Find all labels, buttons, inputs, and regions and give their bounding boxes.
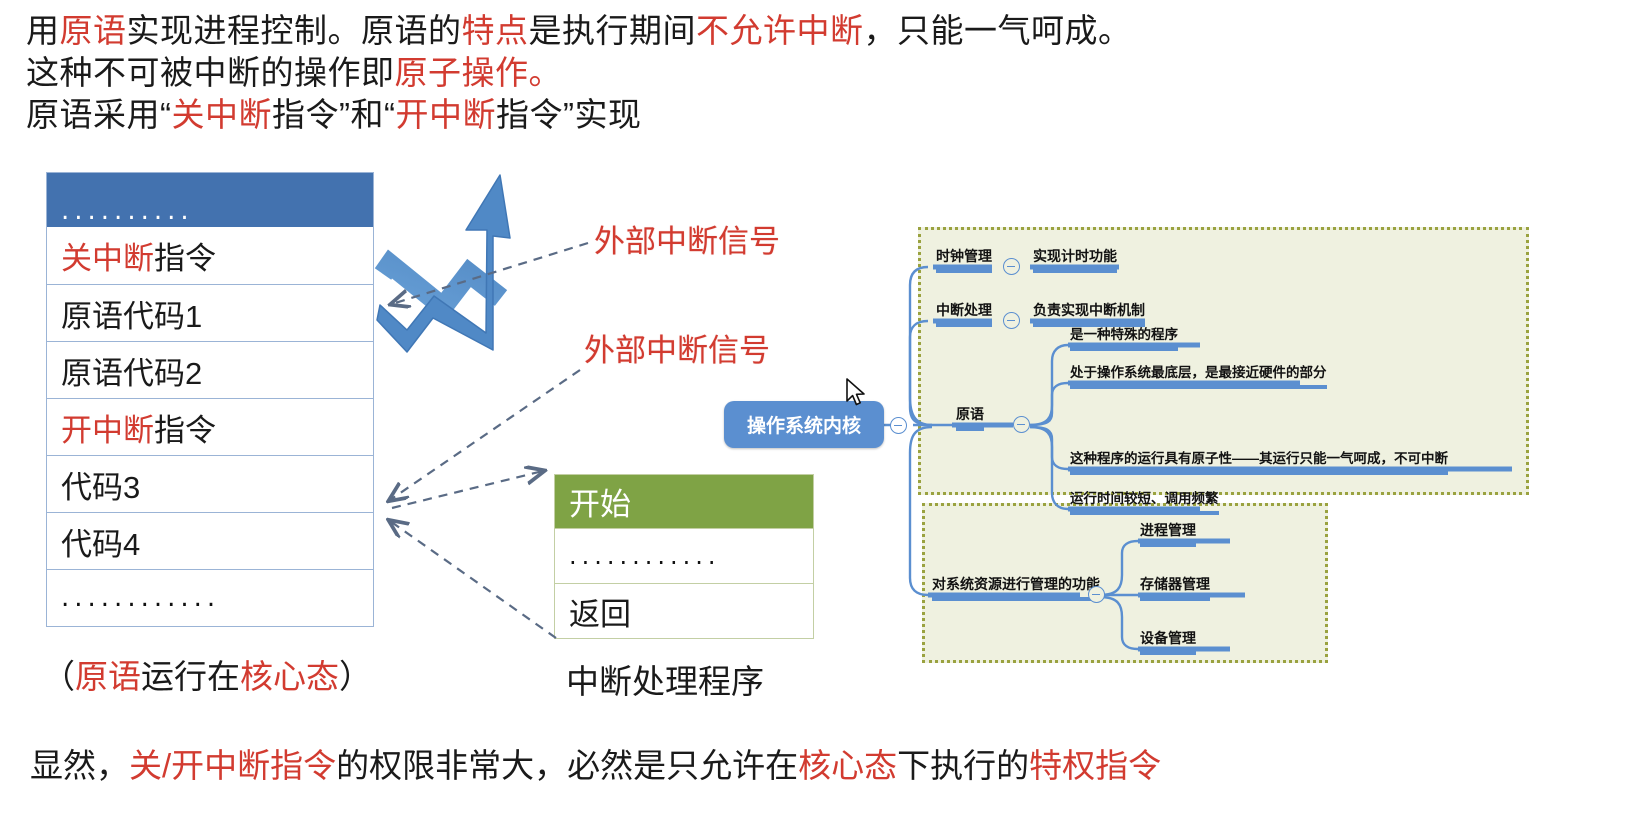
minus-circle-icon-clock[interactable] xyxy=(1003,258,1020,275)
intro-paragraph: 用原语实现进程控制。原语的特点是执行期间不允许中断，只能一气呵成。 这种不可被中… xyxy=(26,10,1326,136)
table-row: 开中断指令 xyxy=(47,398,373,455)
text-run: 代码3 xyxy=(61,469,141,505)
annotation-external-interrupt-1: 外部中断信号 xyxy=(594,224,780,259)
text-run: 关/开中断指令 xyxy=(129,747,337,784)
text-run: 原语代码1 xyxy=(61,298,203,334)
text-run: 特权指令 xyxy=(1029,747,1162,784)
isr-row-return: 返回 xyxy=(555,583,813,638)
interrupt-handler-caption: 中断处理程序 xyxy=(566,663,764,700)
row-dots: ............ xyxy=(569,542,721,570)
text-run: 指令”实现 xyxy=(495,96,642,133)
text-run: 运行在 xyxy=(141,658,240,695)
mindmap-detail-clock-management[interactable]: 实现计时功能 xyxy=(1033,248,1117,273)
text-run: 用 xyxy=(26,12,60,49)
text-run: 核心态 xyxy=(798,747,898,784)
mindmap-node-primitive[interactable]: 原语 xyxy=(956,406,984,431)
text-run: 原语 xyxy=(59,12,127,49)
intro-line-3: 原语采用“关中断指令”和“开中断指令”实现 xyxy=(26,94,1326,136)
minus-circle-icon-resource[interactable] xyxy=(1088,586,1105,603)
table-row: 关中断指令 xyxy=(47,227,373,284)
dashed-arrow-2 xyxy=(390,369,581,500)
text-run: 关中断 xyxy=(171,96,272,133)
text-run: ） xyxy=(339,658,372,695)
mindmap-detail-interrupt-handling[interactable]: 负责实现中断机制 xyxy=(1033,302,1145,327)
primitive-table-caption: （原语运行在核心态） xyxy=(42,650,372,698)
isr-header-start: 开始 xyxy=(555,475,813,528)
mindmap-detail-process-management[interactable]: 进程管理 xyxy=(1140,522,1196,547)
table-row: 代码3 xyxy=(47,455,373,512)
minus-circle-icon-root[interactable] xyxy=(890,417,907,434)
text-run: 原语采用“ xyxy=(26,96,172,133)
mindmap-group-kernel-functions xyxy=(918,227,1529,495)
annotation-external-interrupt-2: 外部中断信号 xyxy=(584,333,770,368)
text-run: 原子操作。 xyxy=(394,54,562,91)
interrupt-handler-table: 开始 ............ 返回 xyxy=(554,474,814,639)
text-run: 的权限非常大，必然是只允许在 xyxy=(336,747,799,784)
text-run: 实现进程控制。原语的 xyxy=(126,12,462,49)
text-run: 关中断 xyxy=(61,241,154,276)
text-run: 下执行的 xyxy=(897,747,1030,784)
mindmap-root-os-kernel[interactable]: 操作系统内核 xyxy=(724,401,884,448)
mindmap-node-clock-management[interactable]: 时钟管理 xyxy=(936,248,992,273)
row-dots: ............ xyxy=(61,583,221,613)
text-run: 开中断 xyxy=(61,412,154,448)
text-run: 是执行期间 xyxy=(528,12,696,49)
growth-arrow-icon xyxy=(374,174,511,353)
mindmap-detail-primitive-3[interactable]: 运行时间较短、调用频繁 xyxy=(1070,490,1219,515)
text-run: 特点 xyxy=(461,12,529,49)
text-run: 指令 xyxy=(154,241,216,276)
text-run: 开中断 xyxy=(395,96,496,133)
mindmap-group-resource-management xyxy=(922,503,1328,663)
text-run: 原语代码2 xyxy=(61,355,203,391)
text-run: 这种不可被中断的操作即 xyxy=(26,54,395,91)
mindmap-detail-primitive-1[interactable]: 处于操作系统最底层，是最接近硬件的部分 xyxy=(1070,364,1327,389)
table-row: 代码4 xyxy=(47,512,373,569)
text-run: 显然， xyxy=(30,747,129,784)
dashed-arrow-4 xyxy=(390,521,557,639)
mindmap-detail-primitive-0[interactable]: 是一种特殊的程序 xyxy=(1070,326,1178,351)
text-run: 原语 xyxy=(75,658,141,695)
os-kernel-mindmap: 操作系统内核 时钟管理 实现计时功能 中断处理 负责实现中断机制 原语 是一种特… xyxy=(700,215,1629,675)
text-run: 代码4 xyxy=(61,526,141,562)
table-row: 原语代码1 xyxy=(47,284,373,341)
mindmap-node-resource-management[interactable]: 对系统资源进行管理的功能 xyxy=(932,576,1100,601)
mouse-cursor-icon xyxy=(846,378,865,406)
dashed-arrow-1 xyxy=(392,241,589,304)
text-run: （ xyxy=(42,658,75,695)
text-run: 指令”和“ xyxy=(272,96,396,133)
primitive-table-header: .......... xyxy=(47,173,373,227)
primitive-code-table: .......... 关中断指令 原语代码1 原语代码2 开中断指令 代码3 代… xyxy=(46,172,374,627)
mindmap-detail-device-management[interactable]: 设备管理 xyxy=(1140,630,1196,655)
minus-circle-icon-primitive[interactable] xyxy=(1013,416,1030,433)
minus-circle-icon-interrupt[interactable] xyxy=(1003,312,1020,329)
mindmap-detail-memory-management[interactable]: 存储器管理 xyxy=(1140,576,1210,601)
text-run: 指令 xyxy=(154,412,216,448)
text-run: ，只能一气呵成。 xyxy=(863,12,1132,49)
text-run: 不允许中断 xyxy=(696,12,864,49)
table-row: 原语代码2 xyxy=(47,341,373,398)
mindmap-detail-primitive-2[interactable]: 这种程序的运行具有原子性——其运行只能一气呵成，不可中断 xyxy=(1070,450,1448,475)
dashed-arrow-3 xyxy=(391,471,543,510)
text-run: 核心态 xyxy=(240,658,339,695)
header-dots: .......... xyxy=(61,196,194,226)
mindmap-node-interrupt-handling[interactable]: 中断处理 xyxy=(936,302,992,327)
intro-line-2: 这种不可被中断的操作即原子操作。 xyxy=(26,52,1326,94)
outro-paragraph: 显然，关/开中断指令的权限非常大，必然是只允许在核心态下执行的特权指令 xyxy=(30,745,1430,787)
table-row-dots: ............ xyxy=(47,569,373,626)
intro-line-1: 用原语实现进程控制。原语的特点是执行期间不允许中断，只能一气呵成。 xyxy=(26,10,1326,52)
mindmap-connectors xyxy=(884,264,1512,652)
isr-row-dots: ............ xyxy=(555,528,813,583)
